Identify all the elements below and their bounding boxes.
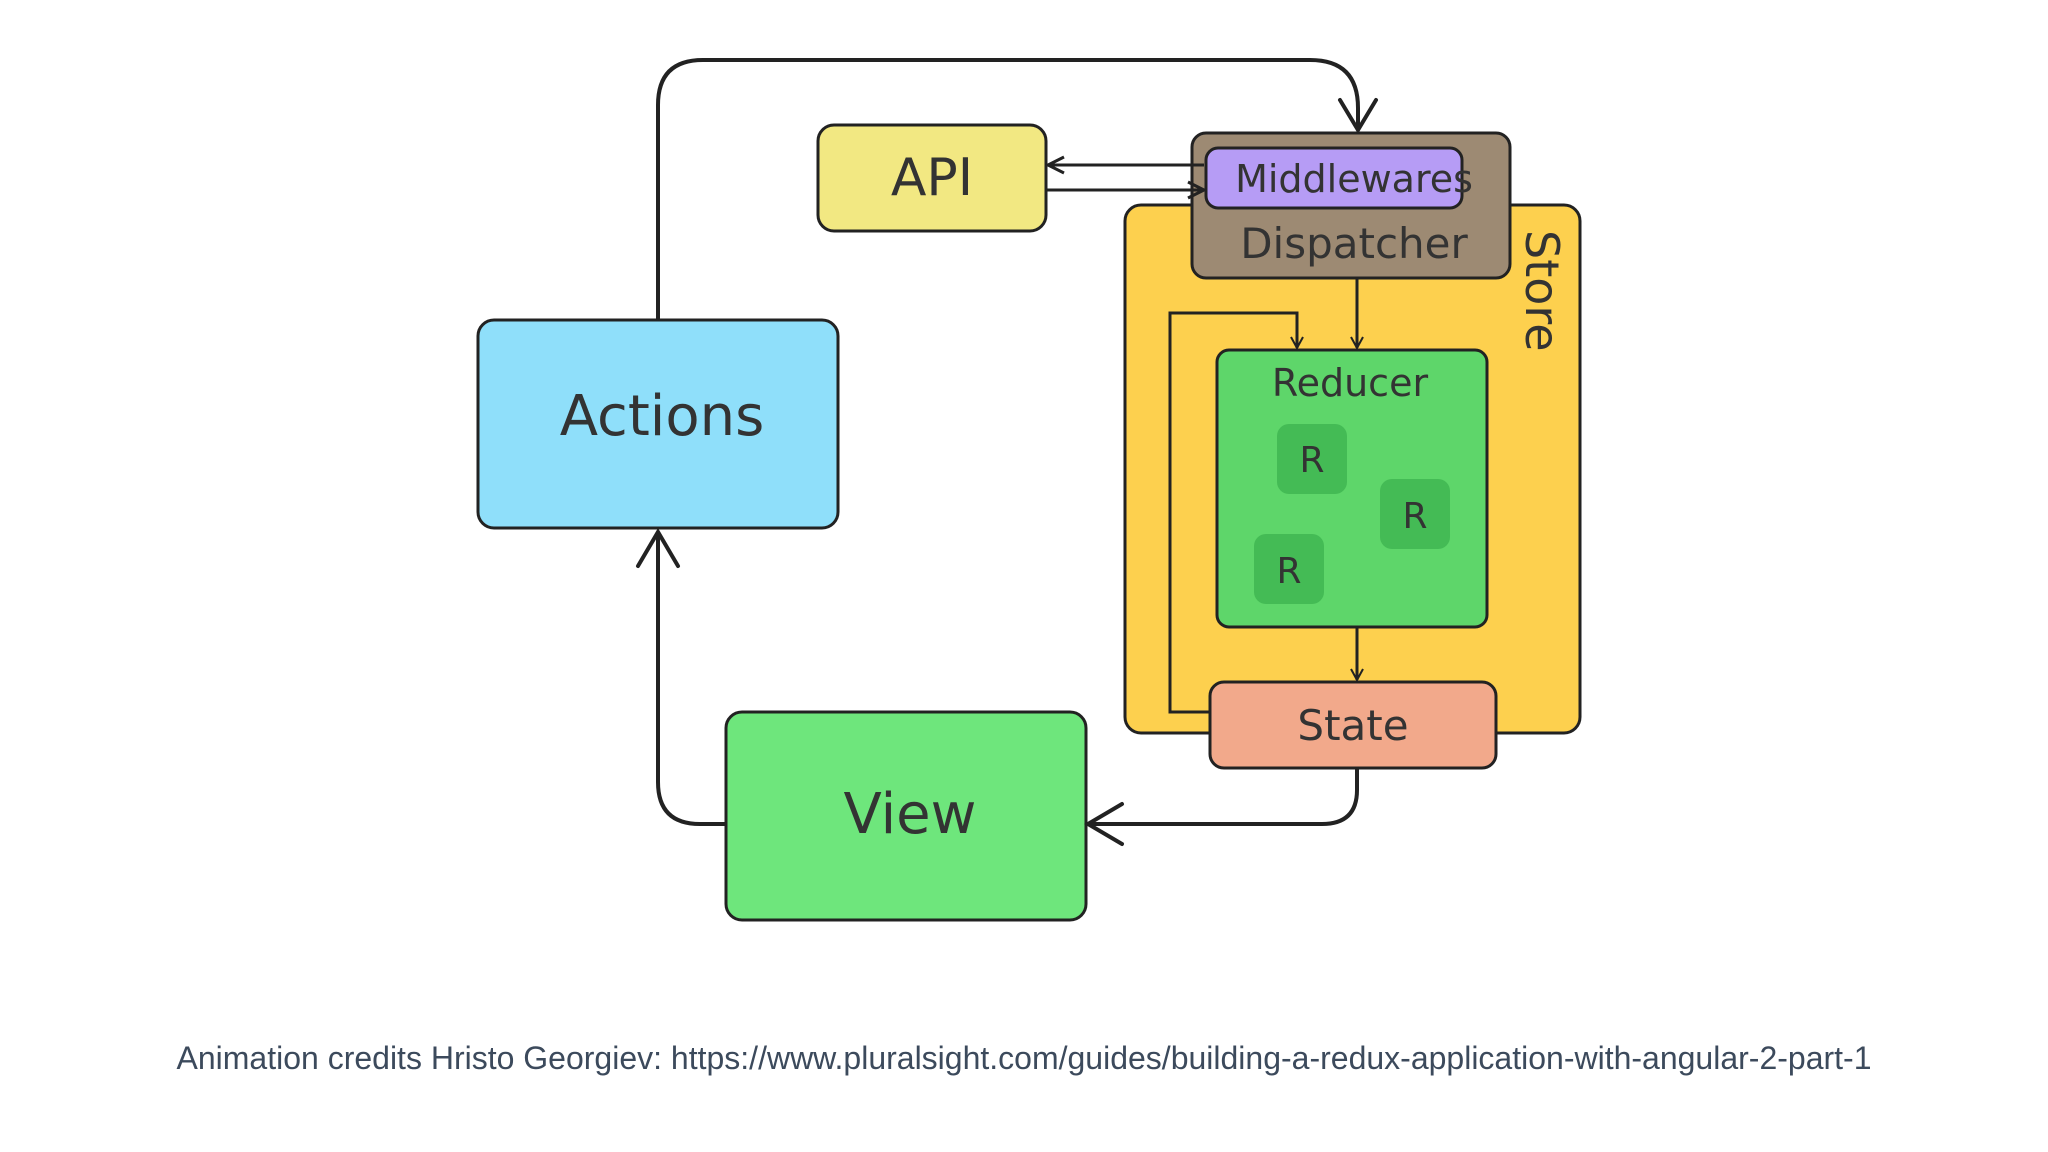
svg-text:R: R bbox=[1402, 496, 1427, 537]
dispatcher-label: Dispatcher bbox=[1240, 219, 1468, 268]
middlewares-box bbox=[1204, 146, 1464, 210]
store-label: Store bbox=[1515, 230, 1569, 352]
view-to-actions-arrow bbox=[656, 532, 726, 826]
state-to-view-arrow bbox=[1088, 768, 1359, 826]
state-label: State bbox=[1297, 701, 1408, 750]
reducer-label: Reducer bbox=[1272, 361, 1429, 405]
api-label: API bbox=[891, 148, 973, 208]
arrowhead-right-icon bbox=[1187, 180, 1208, 200]
reducer-item: R bbox=[1277, 424, 1347, 494]
arrowhead-left-icon bbox=[1084, 802, 1124, 846]
animation-credit: Animation credits Hristo Georgiev: https… bbox=[176, 1040, 1872, 1076]
actions-to-middlewares-arrow bbox=[656, 58, 1360, 320]
arrowhead-up-icon bbox=[636, 528, 680, 568]
state-box bbox=[1208, 680, 1498, 770]
arrowhead-down-icon bbox=[1338, 98, 1378, 134]
actions-label: Actions bbox=[560, 384, 765, 449]
svg-text:R: R bbox=[1299, 440, 1324, 481]
reducer-item: R bbox=[1254, 534, 1324, 604]
middlewares-label: Middlewares bbox=[1235, 157, 1473, 201]
reducer-item: R bbox=[1380, 479, 1450, 549]
view-box bbox=[724, 710, 1088, 922]
arrowhead-left-icon bbox=[1044, 155, 1065, 175]
svg-text:R: R bbox=[1276, 551, 1301, 592]
state-to-reducer-arrow bbox=[1168, 311, 1297, 714]
api-box bbox=[816, 123, 1048, 233]
view-label: View bbox=[844, 782, 977, 847]
